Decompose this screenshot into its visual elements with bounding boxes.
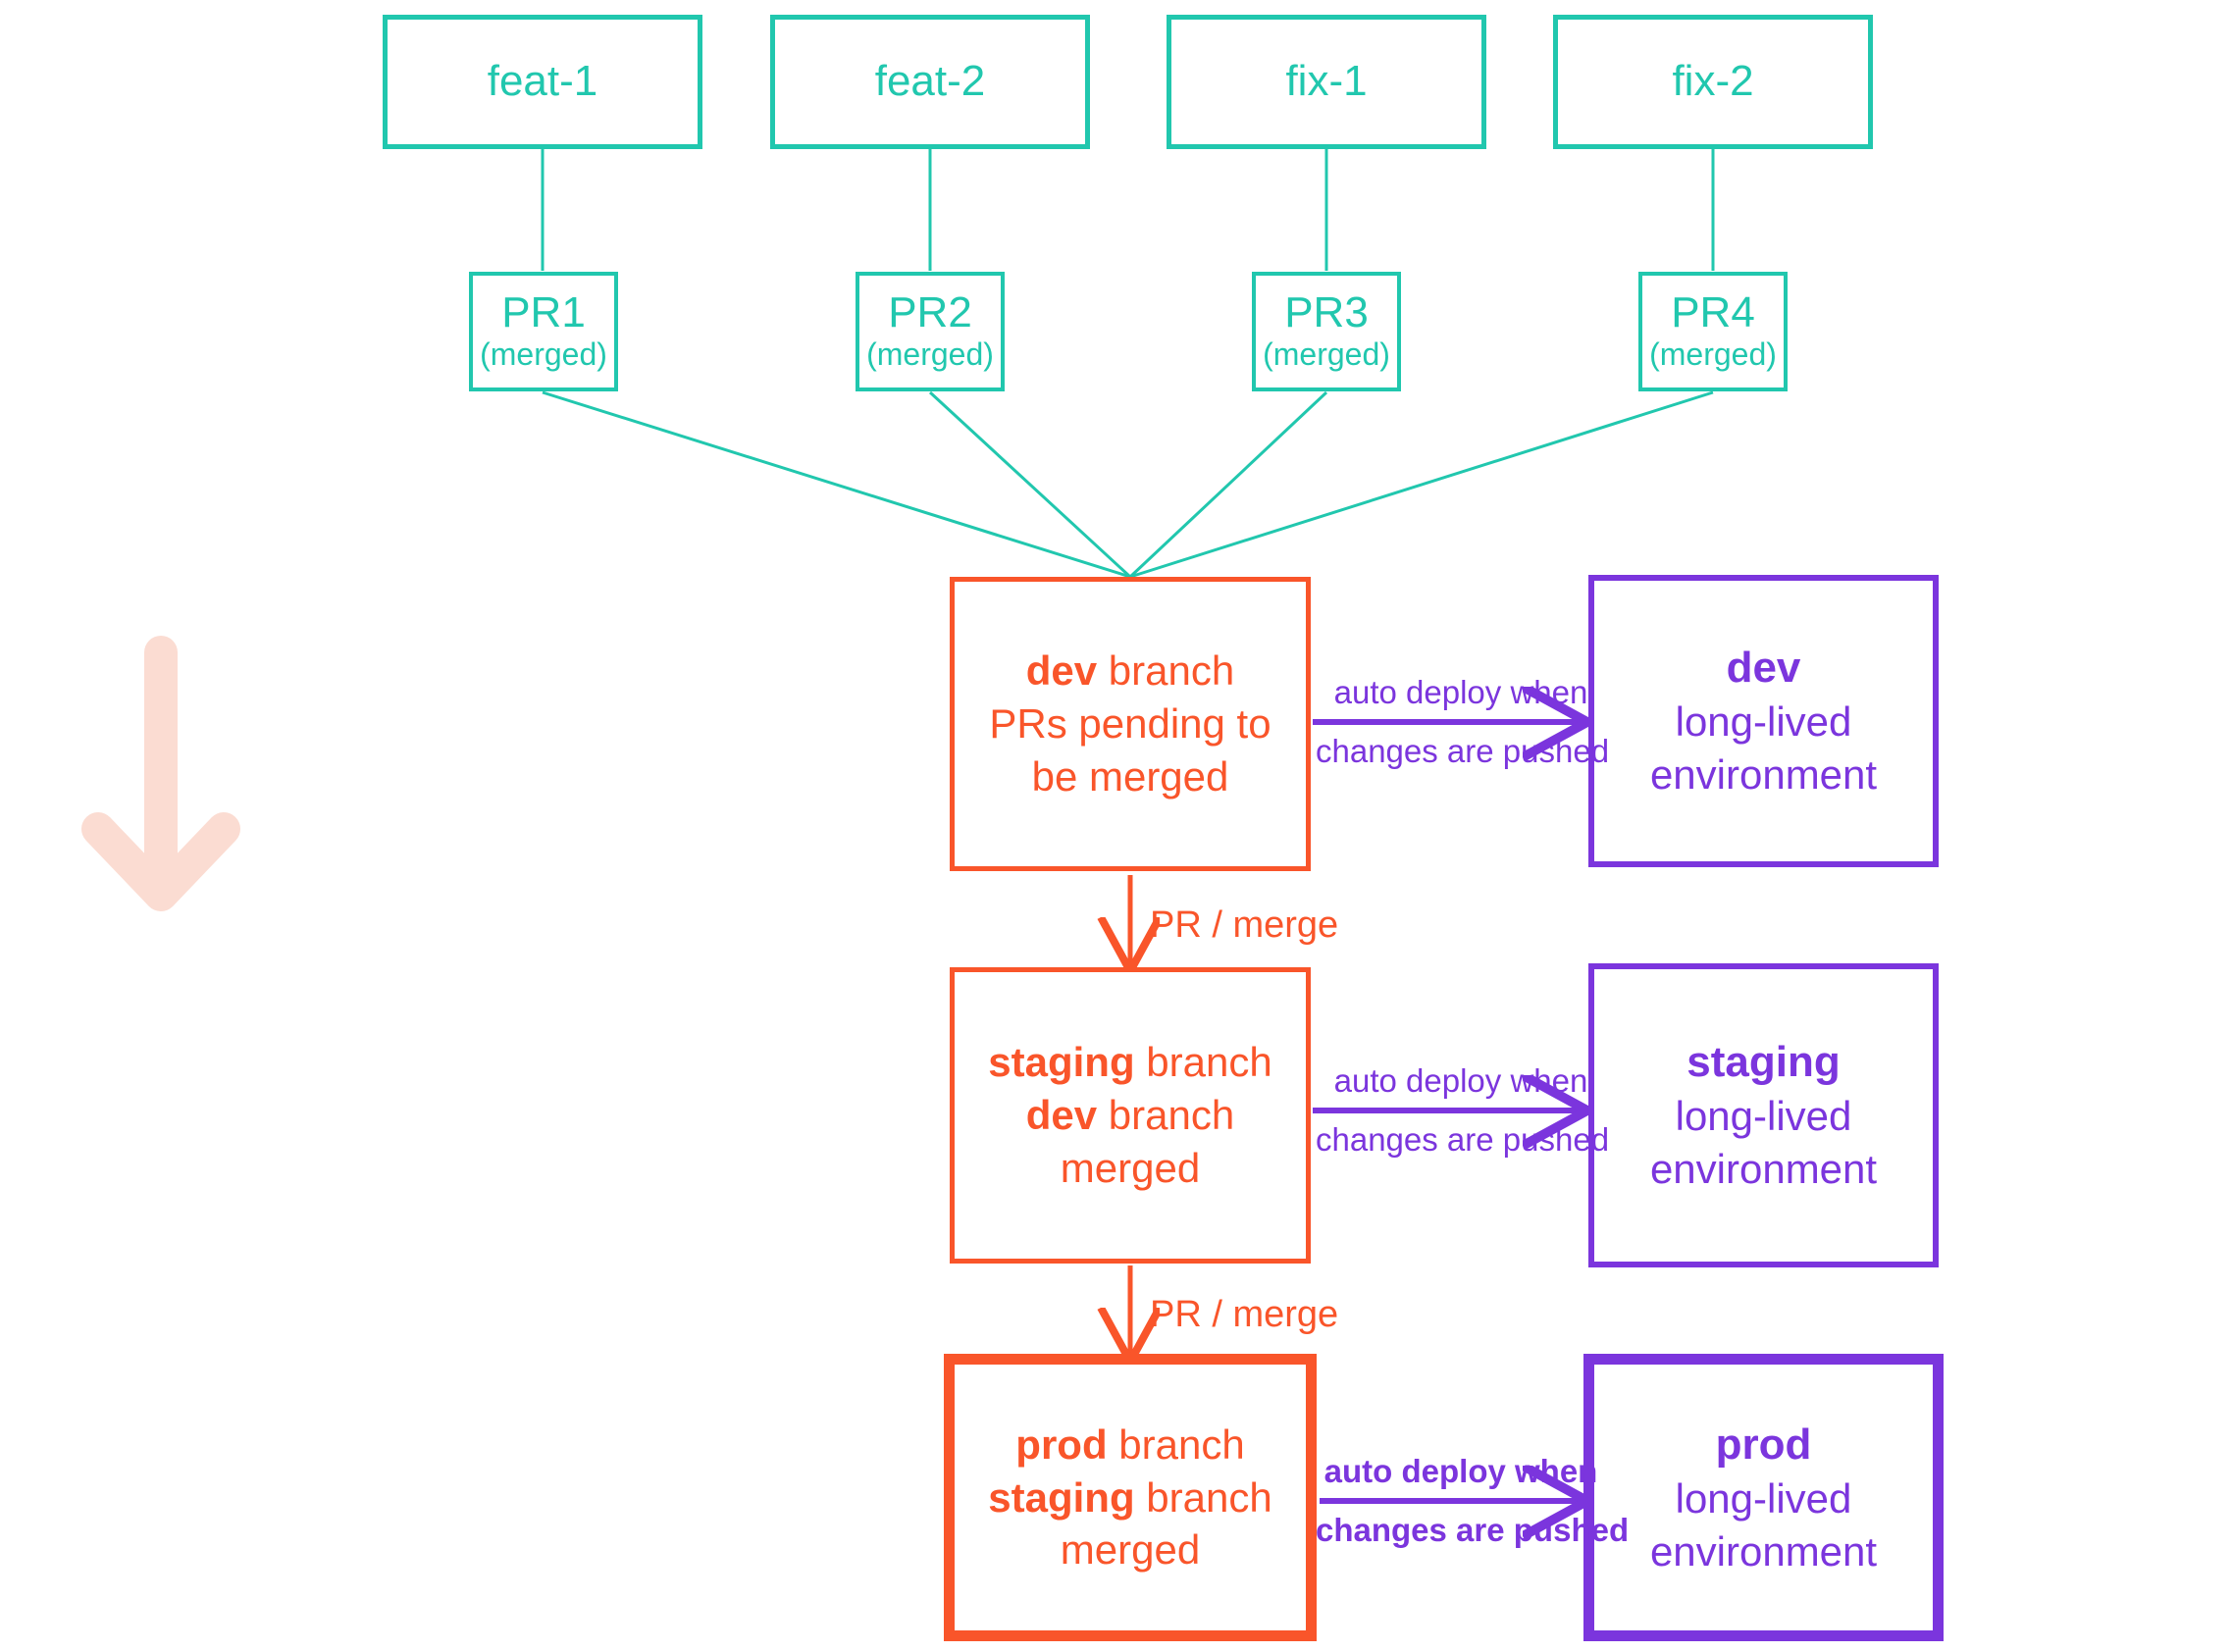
pull-request-box-1[interactable]: PR1 (merged) (469, 272, 618, 391)
environment-name: staging (1686, 1038, 1841, 1087)
merge-label-staging-to-prod: PR / merge (1150, 1294, 1339, 1335)
deploy-label-top-dev: auto deploy when (1333, 674, 1588, 710)
pr-title: PR1 (501, 287, 586, 336)
pr-status: (merged) (866, 336, 994, 372)
downward-flow-arrow-icon (81, 636, 240, 911)
git-branch-title: dev branch (1025, 647, 1235, 695)
environment-name: prod (1715, 1420, 1812, 1469)
feature-branch-box-2[interactable]: feat-2 (770, 15, 1090, 149)
git-branch-box-prod[interactable]: prod branch staging branch merged (944, 1354, 1317, 1641)
branch-to-pr-connectors (541, 149, 1715, 271)
pr-title: PR2 (888, 287, 972, 336)
pr-status: (merged) (1263, 336, 1390, 372)
environment-box-staging[interactable]: staging long-lived environment (1588, 963, 1939, 1267)
deploy-label-bottom-dev: changes are pushed (1316, 733, 1610, 769)
git-branch-desc-line1: PRs pending to (989, 700, 1271, 748)
git-branch-title: prod branch (1015, 1420, 1245, 1468)
git-branch-box-staging[interactable]: staging branch dev branch merged (950, 967, 1311, 1264)
pull-request-box-2[interactable]: PR2 (merged) (856, 272, 1005, 391)
git-branch-desc-line2: be merged (1031, 752, 1229, 800)
deploy-label-bottom-prod: changes are pushed (1316, 1512, 1630, 1548)
environment-sub-line2: environment (1649, 751, 1878, 799)
environment-sub-line1: long-lived (1675, 698, 1852, 746)
pull-request-box-3[interactable]: PR3 (merged) (1252, 272, 1401, 391)
pr-to-dev-connectors (542, 390, 1714, 579)
environment-sub-line2: environment (1649, 1527, 1878, 1575)
feature-branch-label: fix-1 (1285, 57, 1368, 106)
deploy-label-top-staging: auto deploy when (1333, 1062, 1588, 1099)
environment-name: dev (1726, 644, 1801, 693)
environment-sub-line1: long-lived (1675, 1474, 1852, 1522)
pull-request-box-4[interactable]: PR4 (merged) (1638, 272, 1788, 391)
feature-branch-label: feat-1 (487, 57, 598, 106)
git-branch-title: staging branch (988, 1039, 1272, 1086)
merge-label-dev-to-staging: PR / merge (1150, 904, 1339, 946)
feature-branch-box-3[interactable]: fix-1 (1167, 15, 1486, 149)
pr-title: PR3 (1284, 287, 1369, 336)
environment-box-prod[interactable]: prod long-lived environment (1583, 1354, 1944, 1641)
feature-branch-label: feat-2 (874, 57, 986, 106)
pr-title: PR4 (1671, 287, 1755, 336)
feature-branch-box-1[interactable]: feat-1 (383, 15, 702, 149)
git-branch-desc-line1: dev branch merged (1025, 1092, 1235, 1191)
git-branch-desc-line1: staging branch (988, 1473, 1272, 1521)
deploy-label-top-prod: auto deploy when (1323, 1453, 1598, 1489)
git-branch-desc-line2: merged (1060, 1526, 1201, 1574)
feature-branch-box-4[interactable]: fix-2 (1553, 15, 1873, 149)
pr-status: (merged) (1649, 336, 1777, 372)
environment-sub-line2: environment (1649, 1146, 1878, 1193)
feature-branch-label: fix-2 (1672, 57, 1754, 106)
pr-status: (merged) (480, 336, 607, 372)
environment-sub-line1: long-lived (1675, 1093, 1852, 1140)
environment-box-dev[interactable]: dev long-lived environment (1588, 575, 1939, 867)
deploy-label-bottom-staging: changes are pushed (1316, 1121, 1610, 1158)
git-branch-box-dev[interactable]: dev branch PRs pending to be merged (950, 577, 1311, 871)
deploy-arrows (1313, 722, 1582, 1501)
